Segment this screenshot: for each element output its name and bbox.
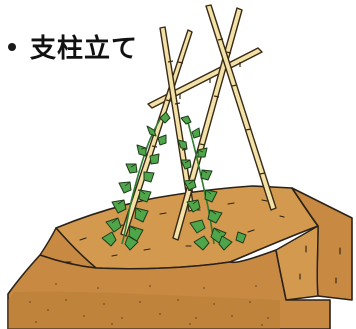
right-vine-leaves: [177, 115, 247, 251]
soil-front-dots: [29, 283, 269, 326]
soil-front-face: [7, 249, 331, 329]
bullet-dot-icon: [8, 43, 16, 51]
pole-right-back: [205, 4, 277, 211]
right-vine-leaf-veins: [184, 149, 221, 234]
right-vine-plant: [177, 115, 247, 251]
pole-nodes: [137, 38, 266, 192]
soil-texture: [65, 199, 341, 284]
soil-front-shade: [8, 291, 280, 329]
left-vine-plant: [101, 111, 171, 251]
step-caption: 支柱立て: [0, 30, 139, 64]
soil-bed: [7, 185, 353, 329]
left-vine-leaf-veins: [111, 147, 147, 231]
left-vine-leaves: [101, 111, 171, 251]
right-vine-stem: [187, 121, 215, 245]
caption-label: 支柱立て: [30, 33, 139, 64]
